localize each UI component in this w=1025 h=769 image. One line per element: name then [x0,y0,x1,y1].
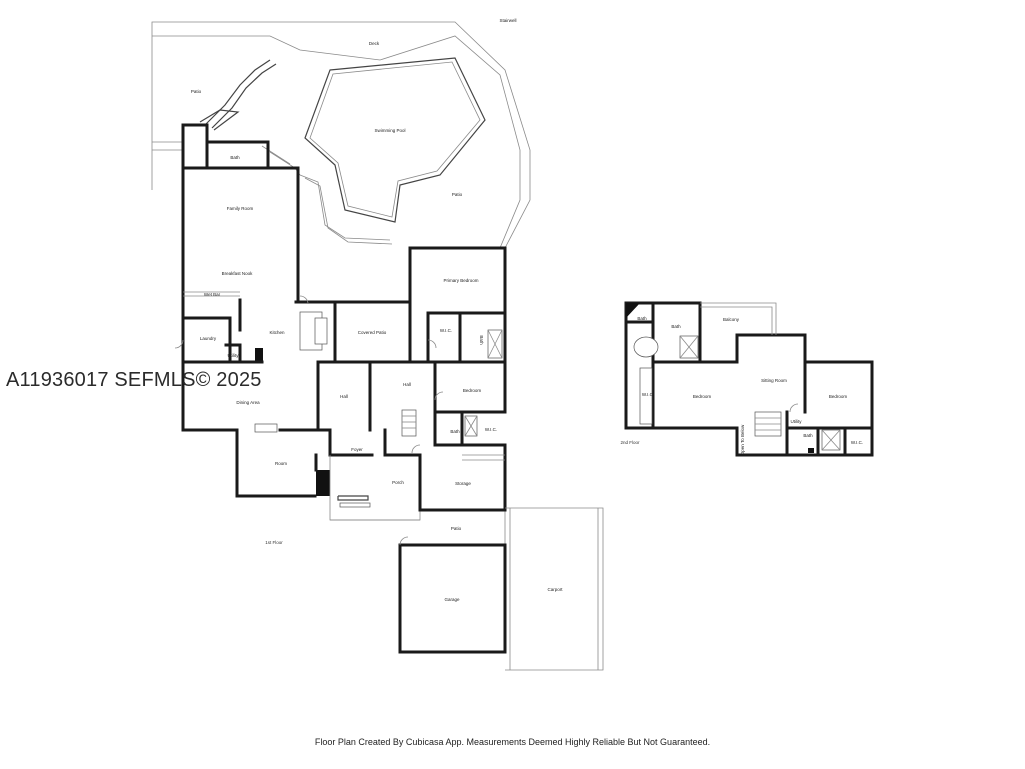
label-2f-bath-lower: Bath [803,433,813,438]
label-swimming-pool: Swimming Pool [374,128,405,133]
label-foyer: Foyer [351,447,363,452]
second-floor-label: 2nd Floor [620,440,640,445]
label-storage: Storage [455,481,471,486]
label-wic-mid: W.I.C. [485,427,497,432]
label-room: Room [275,461,287,466]
label-stairwell: Stairwell [499,18,516,23]
first-floor-walls [174,123,799,671]
label-2f-wic: W.I.C. [642,392,654,397]
label-wet-bar: Wet Bar [204,292,221,297]
label-2f-bath: Bath [671,324,681,329]
label-family-room: Family Room [227,206,254,211]
label-2f-open-to-below: Open To Below [740,424,745,455]
label-hall-left: Hall [340,394,348,399]
label-2f-utility: Utility [791,419,803,424]
listing-watermark: A11936017 SEFMLS© 2025 [6,369,262,391]
second-floor-walls [624,301,874,457]
label-2f-bedroom-left: Bedroom [693,394,712,399]
label-patio-pool: Patio [452,192,463,197]
room-labels: Stairwell Deck Patio Swimming Pool Patio… [191,18,863,602]
label-carport: Carport [547,587,563,592]
footer-disclaimer: Floor Plan Created By Cubicasa App. Meas… [314,737,711,747]
label-2f-bath-small: Bath [637,316,647,321]
label-hall-center: Hall [403,382,411,387]
label-bath-top: Bath [230,155,240,160]
label-utility: Utility [228,353,240,358]
outdoor-areas [151,21,531,545]
label-patio-nw: Patio [191,89,202,94]
label-breakfast-nook: Breakfast Nook [222,271,254,276]
label-wic-primary: W.I.C. [440,328,452,333]
label-bath-primary: Bath [479,335,484,345]
label-garage: Garage [444,597,460,602]
label-primary-bedroom: Primary Bedroom [443,278,478,283]
label-2f-sitting-room: Sitting Room [761,378,787,383]
first-floor-label: 1st Floor [265,540,283,545]
label-2f-wic-lower: W.I.C. [851,440,863,445]
label-deck: Deck [369,41,380,46]
label-bath-mid: Bath [450,429,460,434]
label-dining-area: Dining Area [236,400,260,405]
label-patio-south: Patio [451,526,462,531]
label-bedroom: Bedroom [463,388,482,393]
label-covered-patio: Covered Patio [358,330,387,335]
label-laundry: Laundry [200,336,217,341]
label-porch: Porch [392,480,404,485]
label-2f-balcony: Balcony [723,317,740,322]
label-2f-bedroom-right: Bedroom [829,394,848,399]
label-kitchen: Kitchen [269,330,285,335]
